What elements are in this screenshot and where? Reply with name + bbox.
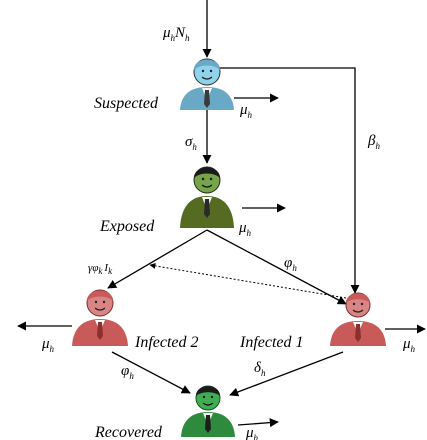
infected1-to-recovered-arrow [229,351,344,397]
arrows [17,0,426,428]
infected1-person-icon [330,292,386,346]
phi-infected2-rate-label: φh [121,363,134,381]
recovered-death-arrow [237,418,279,428]
sigma-rate-label: σh [185,134,197,152]
exposed-to-infected1-arrow [206,229,347,305]
recovered-label: Recovered [94,424,163,440]
infected2-to-recovered-arrow [111,351,191,394]
inflow-rate-label: μhNh [162,25,190,43]
infected2-person-icon [72,289,128,346]
exposed-death-rate-label: μh [238,220,252,238]
beta-rate-label: βh [367,133,380,151]
force-of-infection-arrow [149,262,347,299]
exposed-to-infected2-arrow [107,229,208,289]
delta-rate-label: δh [254,360,266,378]
infected2-death-rate-label: μh [41,336,55,354]
recovered-person-icon [181,385,235,437]
infected1-death-rate-label: μh [402,336,416,354]
recovered-death-rate-label: μh [245,425,259,440]
beta-arrow [218,67,360,294]
suspected-death-rate-label: μh [239,102,253,120]
infected2-label: Infected 2 [134,334,199,351]
suspected-label: Suspected [94,95,159,112]
exposed-label: Exposed [99,218,155,235]
exposed-person-icon [180,166,234,228]
suspected-person-icon [180,58,234,110]
phi-exposed-rate-label: φh [284,255,297,273]
infected1-label: Infected 1 [239,334,304,351]
